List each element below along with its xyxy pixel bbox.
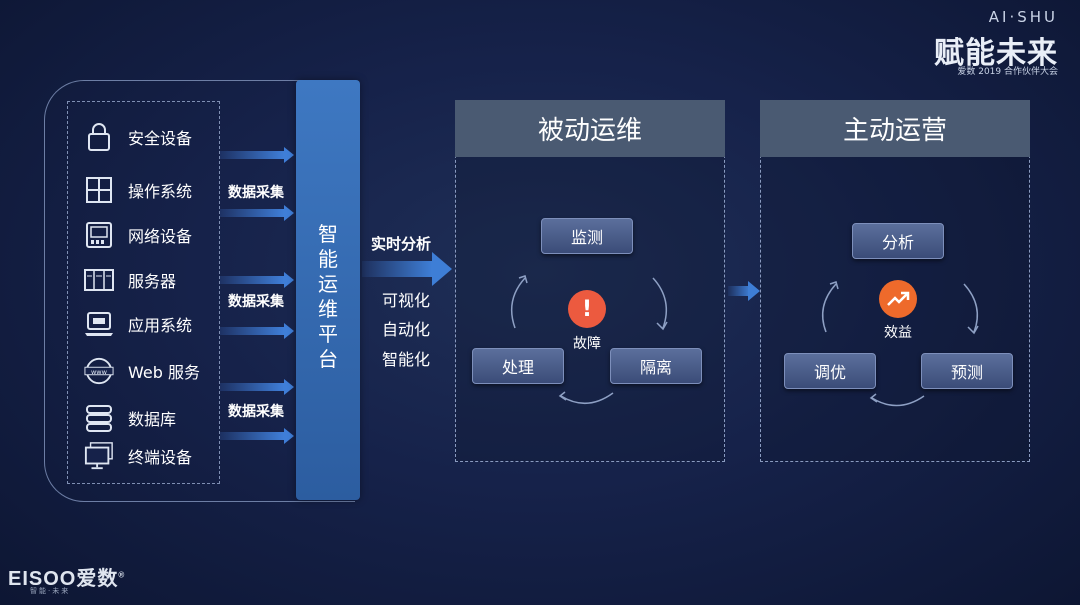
panel-title: 主动运营 bbox=[760, 100, 1030, 157]
device-label: 终端设备 bbox=[128, 448, 193, 467]
device-list-box bbox=[67, 101, 220, 484]
realtime-item: 可视化 bbox=[382, 291, 431, 310]
brand-slogan: 赋能未来 bbox=[934, 36, 1058, 71]
device-item: 服务器 bbox=[84, 263, 176, 297]
node-predict: 预测 bbox=[921, 353, 1013, 389]
arrow-head bbox=[284, 379, 294, 395]
node-analyze: 分析 bbox=[852, 223, 944, 259]
laptop-icon bbox=[84, 309, 114, 339]
arrow-head bbox=[284, 272, 294, 288]
device-label: 安全设备 bbox=[128, 129, 193, 148]
device-label: Web 服务 bbox=[128, 363, 200, 382]
device-item: 网络设备 bbox=[84, 218, 192, 252]
network-device-icon bbox=[84, 220, 114, 250]
node-tune: 调优 bbox=[784, 353, 876, 389]
device-item: 终端设备 bbox=[84, 439, 192, 473]
device-item: 应用系统 bbox=[84, 307, 192, 341]
arrow-head bbox=[432, 252, 452, 286]
realtime-item: 自动化 bbox=[382, 320, 431, 339]
node-monitor: 监测 bbox=[541, 218, 633, 254]
database-icon bbox=[84, 403, 114, 433]
flow-arrow bbox=[220, 432, 284, 440]
realtime-arrow bbox=[362, 261, 432, 277]
device-item: 安全设备 bbox=[84, 120, 192, 154]
svg-text:www: www bbox=[91, 368, 108, 376]
flow-arrow bbox=[728, 286, 750, 296]
monitor-icon bbox=[84, 441, 114, 471]
server-icon bbox=[84, 265, 114, 295]
center-label: 故障 bbox=[573, 336, 601, 352]
flow-arrow bbox=[220, 276, 284, 284]
arrow-head bbox=[284, 428, 294, 444]
alert-icon: ! bbox=[568, 290, 606, 328]
collect-label: 数据采集 bbox=[228, 185, 284, 201]
passive-ops-panel bbox=[455, 100, 725, 462]
arrow-head bbox=[748, 281, 760, 301]
arrow-head bbox=[284, 323, 294, 339]
cycle-arrows bbox=[821, 281, 979, 407]
realtime-item: 智能化 bbox=[382, 350, 431, 369]
device-label: 网络设备 bbox=[128, 227, 193, 246]
flow-arrow bbox=[220, 383, 284, 391]
device-item: www Web 服务 bbox=[84, 354, 200, 388]
lock-icon bbox=[84, 122, 114, 152]
flow-arrow bbox=[220, 151, 284, 159]
device-label: 服务器 bbox=[128, 272, 177, 291]
brand-wordmark: AI·SHU bbox=[988, 8, 1058, 26]
windows-icon bbox=[84, 175, 114, 205]
company-logo: EISOO爱数® bbox=[8, 568, 126, 590]
device-label: 应用系统 bbox=[128, 316, 193, 335]
collect-label: 数据采集 bbox=[228, 294, 284, 310]
trend-up-icon bbox=[879, 280, 917, 318]
platform-bar bbox=[296, 80, 360, 500]
device-label: 数据库 bbox=[128, 410, 177, 429]
arrow-head bbox=[284, 147, 294, 163]
device-label: 操作系统 bbox=[128, 182, 193, 201]
event-name: 爱数 2019 合作伙伴大会 bbox=[957, 67, 1058, 77]
device-item: 操作系统 bbox=[84, 173, 192, 207]
flow-arrow bbox=[220, 327, 284, 335]
cycle-arrows bbox=[510, 275, 668, 404]
node-handle: 处理 bbox=[472, 348, 564, 384]
realtime-title: 实时分析 bbox=[371, 235, 432, 253]
flow-arrow bbox=[220, 209, 284, 217]
platform-title: 智 能 运 维 平 台 bbox=[318, 222, 338, 371]
node-isolate: 隔离 bbox=[610, 348, 702, 384]
data-source-frame bbox=[44, 80, 355, 502]
center-label: 效益 bbox=[884, 325, 912, 341]
www-icon: www bbox=[84, 356, 114, 386]
collect-label: 数据采集 bbox=[228, 404, 284, 420]
company-tagline: 智能·未来 bbox=[30, 587, 71, 595]
arrow-head bbox=[284, 205, 294, 221]
panel-title: 被动运维 bbox=[455, 100, 725, 157]
device-item: 数据库 bbox=[84, 401, 176, 435]
